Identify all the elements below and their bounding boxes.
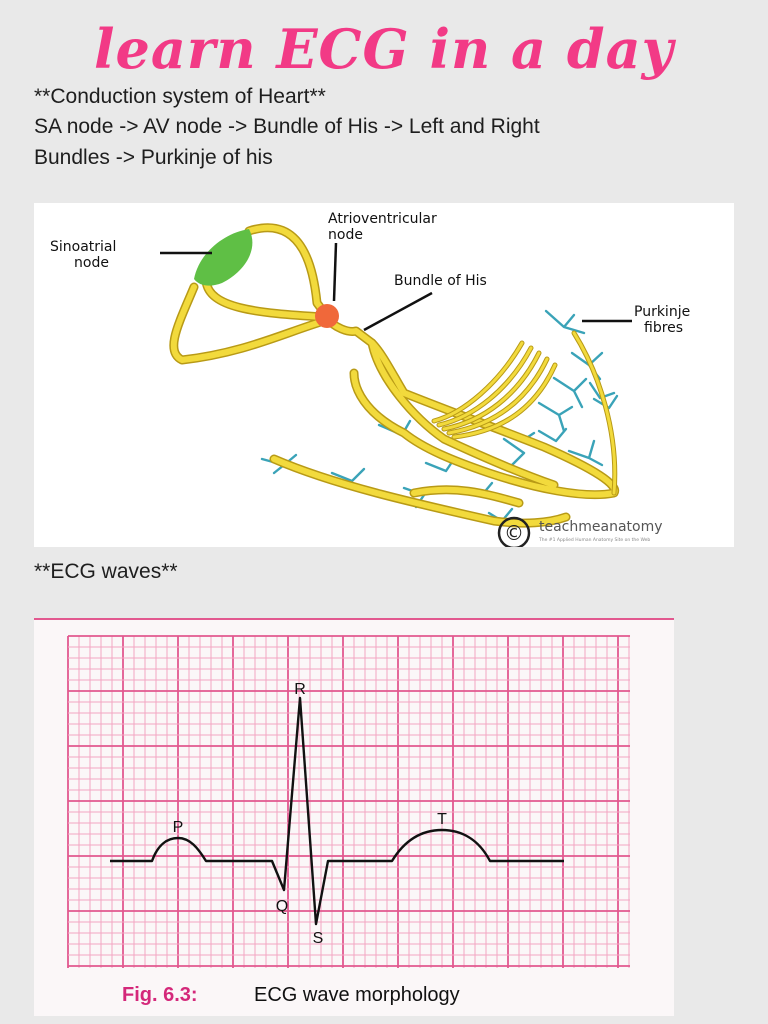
purkinje-label: Purkinje (634, 304, 690, 320)
label-leader-lines (160, 242, 632, 332)
ecg-grid-paper (67, 635, 630, 968)
ecg-waves-heading: **ECG waves** (34, 560, 178, 583)
figure-caption-text: ECG wave morphology (254, 984, 460, 1006)
page-title: learn ECG in a day (94, 17, 674, 81)
conduction-note-line-2: Bundles -> Purkinje of his (34, 146, 273, 169)
teachmeanatomy-watermark: © teachmeanatomy The #1 Applied Human An… (497, 516, 663, 547)
bundle-of-his-label: Bundle of His (394, 273, 487, 289)
conduction-system-diagram: Sinoatrial node Atrioventricular node Bu… (34, 203, 734, 547)
p-wave-label: P (173, 819, 184, 836)
av-node-label-2: node (328, 227, 363, 243)
sa-node-label-2: node (74, 255, 109, 271)
conduction-note-line-1: SA node -> AV node -> Bundle of His -> L… (34, 115, 540, 138)
q-wave-label: Q (276, 898, 288, 915)
copyright-symbol: © (504, 521, 524, 545)
sa-node (194, 229, 253, 286)
purkinje-label-2: fibres (644, 320, 683, 336)
sa-node-label: Sinoatrial (50, 239, 116, 255)
conduction-heading: **Conduction system of Heart** (34, 85, 326, 108)
s-wave-label: S (313, 930, 324, 947)
av-node-label: Atrioventricular (328, 211, 437, 227)
watermark-brand: teachmeanatomy (539, 519, 663, 535)
figure-caption-number: Fig. 6.3: (122, 984, 198, 1006)
ecg-trace (110, 696, 564, 926)
ecg-morphology-figure: P Q R S T Fig. 6.3: ECG wave morphology (34, 618, 674, 1016)
r-wave-label: R (294, 681, 306, 698)
av-node (315, 304, 339, 328)
conduction-pathways (169, 223, 619, 528)
watermark-tagline: The #1 Applied Human Anatomy Site on the… (538, 537, 650, 543)
t-wave-label: T (437, 811, 447, 828)
